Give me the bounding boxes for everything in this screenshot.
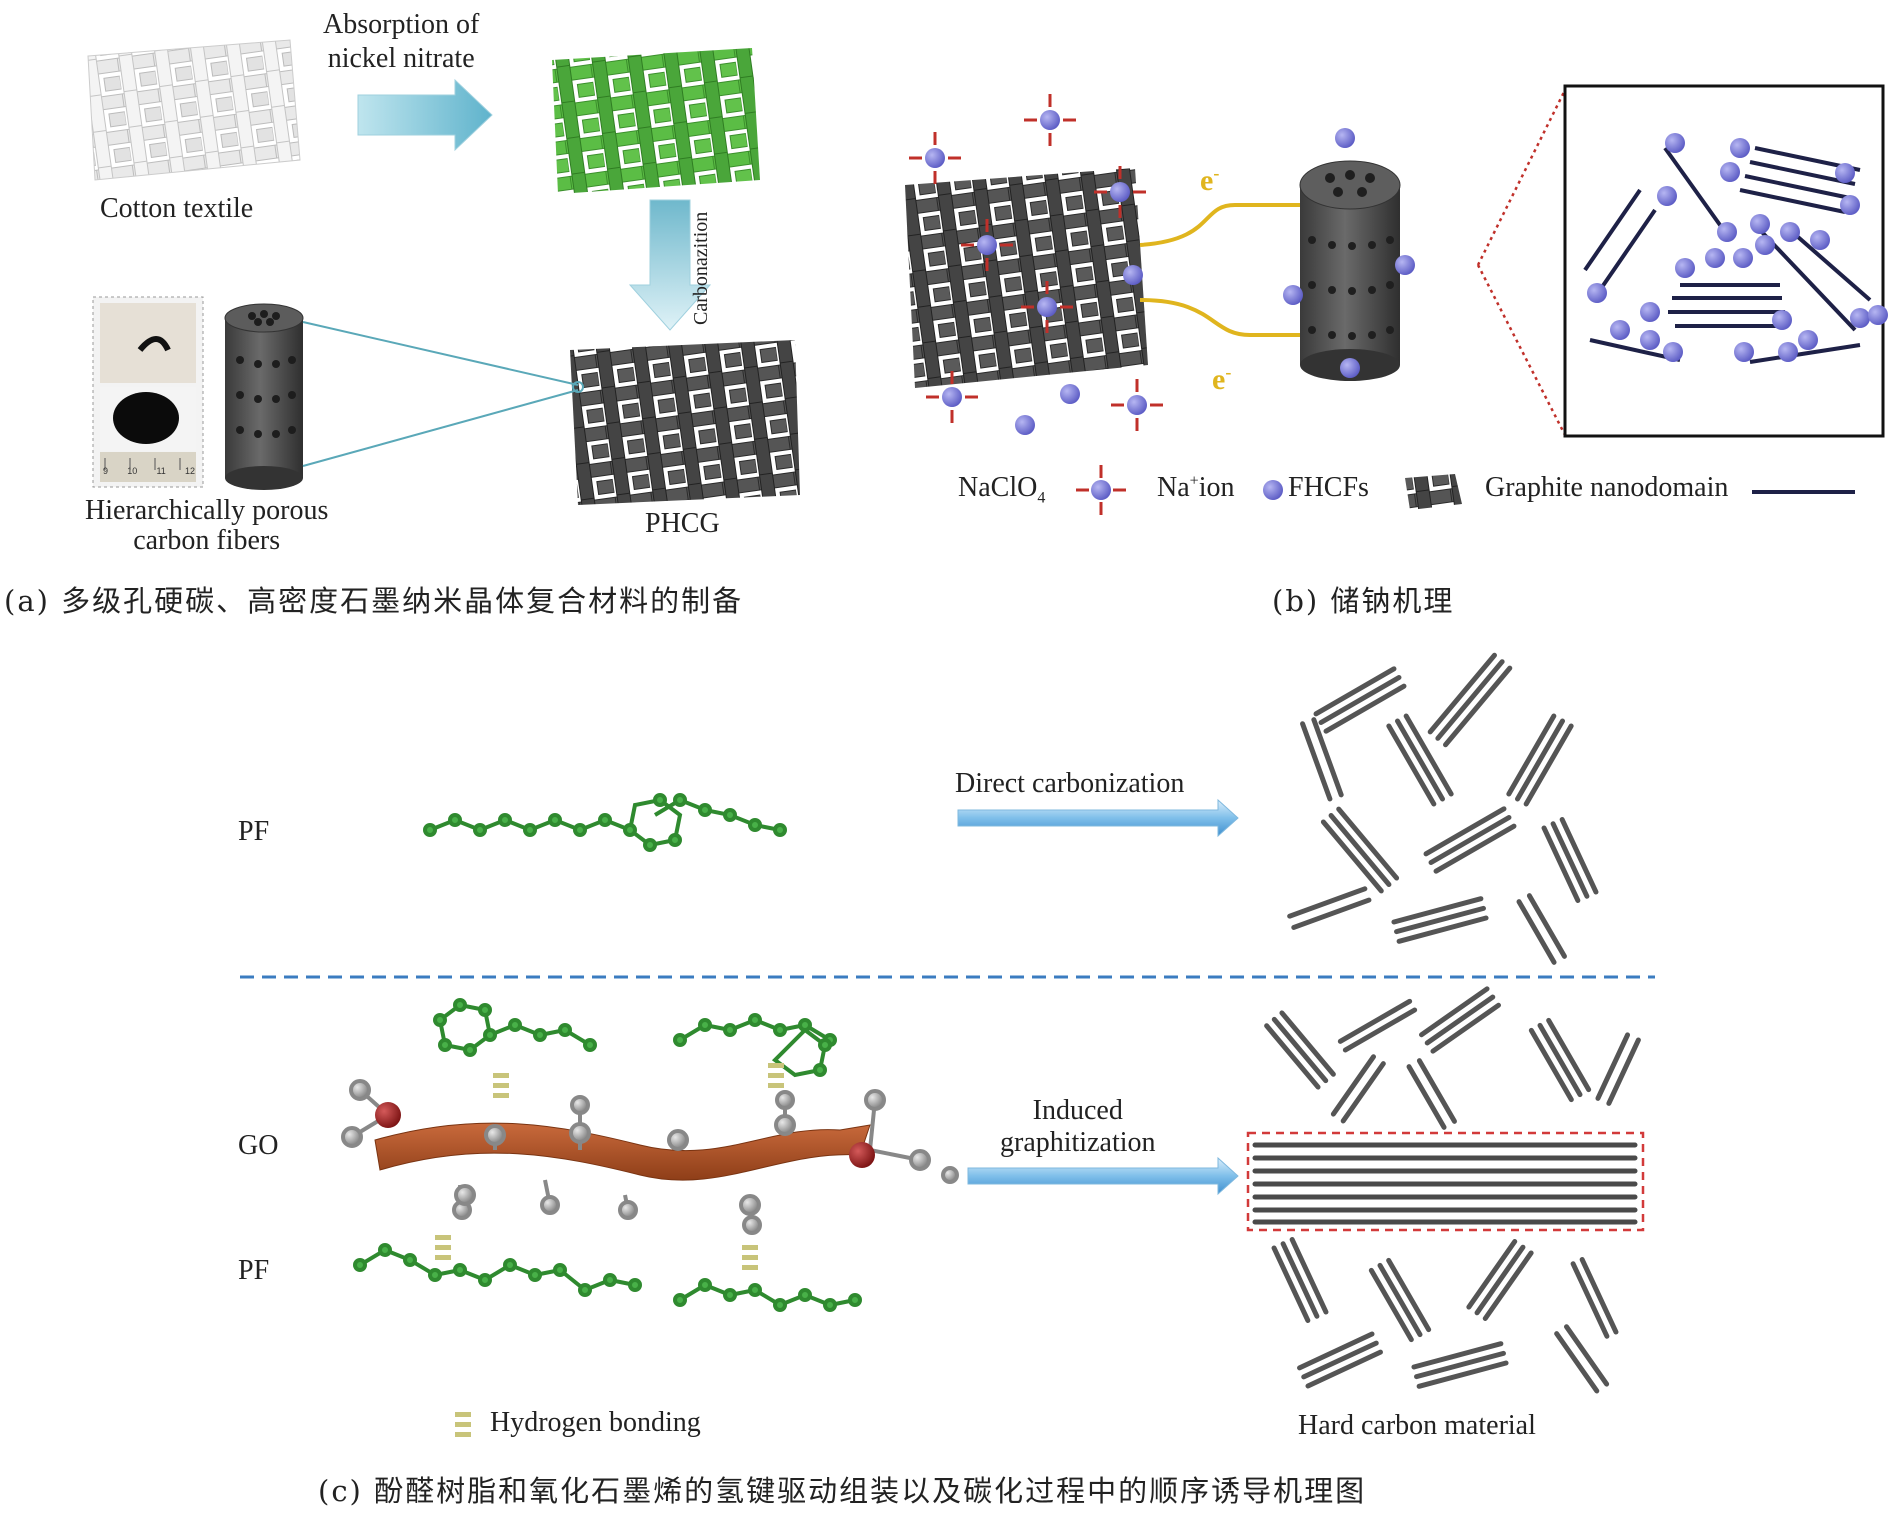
functional-groups xyxy=(341,1079,959,1235)
legend-fhcfs: FHCFs xyxy=(1288,472,1369,503)
electron-charge: - xyxy=(1225,362,1232,382)
hard-carbon-label: Hard carbon material xyxy=(1298,1410,1536,1441)
legend-ion-text: ion xyxy=(1198,472,1235,503)
pf-molecule-lower-left xyxy=(353,1243,642,1297)
legend-na-text: Na xyxy=(1157,472,1190,503)
pf-label-bottom: PF xyxy=(238,1255,270,1286)
electron-charge: - xyxy=(1213,163,1220,183)
absorption-arrow xyxy=(357,78,493,152)
phcg-mesh xyxy=(570,340,800,505)
pf-molecule-upper-left xyxy=(433,998,597,1057)
induced-graphitization-label: Induced graphitization xyxy=(1000,1095,1156,1158)
ruler-tick: 12 xyxy=(184,466,195,476)
legend-naclo4-text: NaClO xyxy=(958,472,1038,503)
legend-graphite: Graphite nanodomain xyxy=(1485,472,1729,503)
pf-molecule-lower-right xyxy=(673,1278,862,1312)
ruler-scale: 9 10 11 12 xyxy=(103,466,195,476)
cotton-textile-mesh xyxy=(87,39,301,181)
hydrogen-bond-stubs xyxy=(435,1063,784,1437)
phcg-label: PHCG xyxy=(645,508,720,539)
pf-molecule-top xyxy=(423,793,787,852)
legend-naclo4-subscript: 4 xyxy=(1037,489,1046,507)
fhcf-textile-b xyxy=(905,168,1148,388)
legend-naclo4: NaClO4 xyxy=(958,472,1045,508)
carbonization-label: Carbonazition xyxy=(690,211,712,325)
electron-wires xyxy=(1139,203,1305,337)
graphitized-region xyxy=(1246,1131,1645,1232)
oxygen-atom-left xyxy=(375,1102,401,1128)
zoom-lines-b xyxy=(1476,89,1567,436)
absorption-label: Absorption of nickel nitrate xyxy=(323,9,480,74)
induced-graphitization-arrow xyxy=(967,1156,1239,1196)
caption-c: (c) 酚醛树脂和氧化石墨烯的氢键驱动组装以及碳化过程中的顺序诱导机理图 xyxy=(318,1474,1367,1508)
porous-fiber-cylinder-b xyxy=(1299,160,1401,381)
photo-inset-frame xyxy=(92,296,204,488)
direct-carbonization-arrow xyxy=(957,798,1239,838)
caption-b: (b) 储钠机理 xyxy=(1272,584,1455,618)
caption-a: (a) 多级孔硬碳、高密度石墨纳米晶体复合材料的制备 xyxy=(4,584,744,618)
electron-label-top: e- xyxy=(1200,163,1219,198)
carbonization-arrow xyxy=(628,199,712,331)
graphene-oxide-ribbon xyxy=(374,1122,871,1181)
go-label: GO xyxy=(238,1130,279,1161)
pf-label-top: PF xyxy=(238,816,270,847)
hydrogen-bonding-label: Hydrogen bonding xyxy=(490,1407,701,1438)
direct-carbonization-label: Direct carbonization xyxy=(955,768,1185,799)
ordered-carbon-cluster xyxy=(1264,986,1641,1394)
graphite-zoom-box xyxy=(1563,84,1888,438)
nickel-textile-mesh xyxy=(552,48,760,194)
legend-na-superscript: + xyxy=(1189,472,1199,490)
ruler-tick: 9 xyxy=(103,466,109,476)
disordered-carbon-cluster xyxy=(1287,652,1599,965)
porous-fiber-cylinder-a xyxy=(224,303,304,490)
cotton-textile-label: Cotton textile xyxy=(100,193,254,224)
electron-symbol: e xyxy=(1200,164,1214,197)
electron-label-bottom: e- xyxy=(1212,362,1231,397)
ruler-tick: 11 xyxy=(156,466,166,476)
perchlorate-anions xyxy=(909,94,1163,431)
zoom-lines-a xyxy=(302,321,584,467)
oxygen-atom-right xyxy=(849,1142,875,1168)
legend-symbols xyxy=(1076,465,1855,515)
ruler-tick: 10 xyxy=(127,466,138,476)
pf-molecule-upper-right xyxy=(673,1013,837,1078)
legend-na-ion: Na+ion xyxy=(1157,472,1234,504)
porous-fibers-label: Hierarchically porous carbon fibers xyxy=(85,495,329,556)
sodium-ions xyxy=(925,110,1415,435)
electron-symbol: e xyxy=(1212,363,1226,396)
